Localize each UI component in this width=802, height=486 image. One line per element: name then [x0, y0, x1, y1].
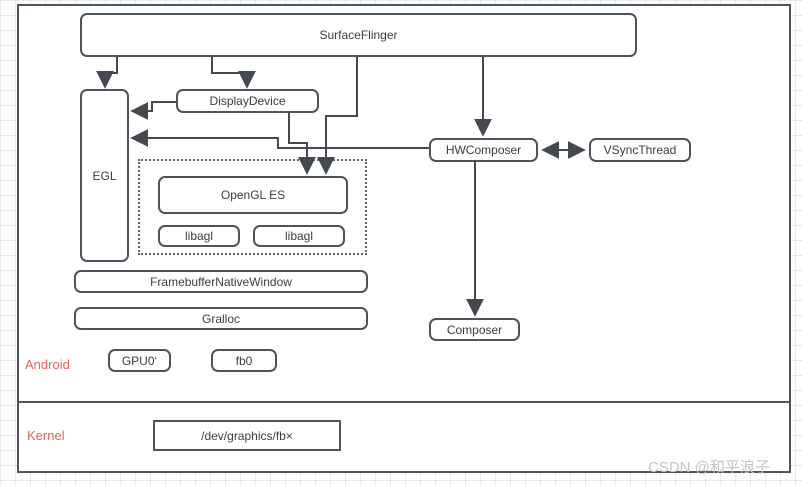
opengl-group-container — [138, 159, 367, 255]
csdn-watermark: CSDN @和平浪子 — [648, 459, 770, 476]
node-opengl-es: OpenGL ES — [158, 176, 348, 214]
node-dev-graphics-fb: /dev/graphics/fb× — [153, 420, 341, 451]
node-gralloc: Gralloc — [74, 307, 368, 330]
node-fb0: fb0 — [211, 349, 277, 372]
node-framebuffer-native-window: FramebufferNativeWindow — [74, 270, 368, 293]
node-gpu0: GPU0‘ — [108, 349, 171, 372]
android-kernel-divider — [17, 401, 791, 403]
node-libagl-2: libagl — [253, 225, 345, 247]
node-hwcomposer: HWComposer — [429, 138, 538, 162]
android-section-box — [17, 4, 791, 473]
node-composer: Composer — [429, 318, 520, 341]
node-vsyncthread: VSyncThread — [589, 138, 691, 162]
node-surfaceflinger: SurfaceFlinger — [80, 13, 637, 57]
android-section-label: Android — [25, 357, 70, 372]
node-displaydevice: DisplayDevice — [176, 89, 319, 113]
kernel-section-label: Kernel — [27, 428, 65, 443]
node-egl: EGL — [80, 89, 129, 262]
node-libagl-1: libagl — [158, 225, 240, 247]
